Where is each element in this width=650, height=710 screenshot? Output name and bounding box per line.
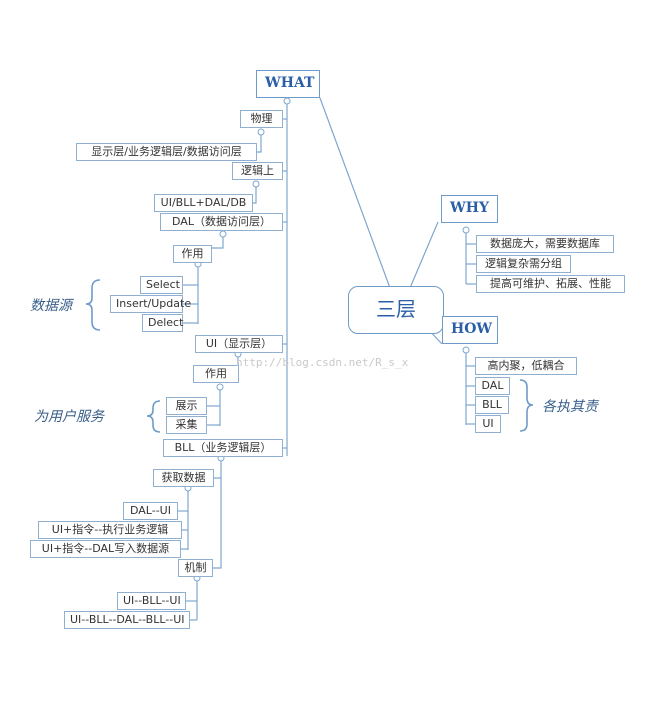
how-group-label: 各执其责 xyxy=(542,399,598,415)
ui-layer-node[interactable]: UI（显示层） xyxy=(195,335,283,353)
why-item-maintain[interactable]: 提高可维护、拓展、性能 xyxy=(476,275,625,293)
why-item-logic[interactable]: 逻辑复杂需分组 xyxy=(476,255,571,273)
ui-group-label: 为用户服务 xyxy=(34,409,104,425)
watermark: http://blog.csdn.net/R_s_x xyxy=(236,356,409,369)
ui-op-collect[interactable]: 采集 xyxy=(166,416,207,434)
dal-op-select[interactable]: Select xyxy=(140,276,183,294)
bll-fetch-item-execute[interactable]: UI+指令--执行业务逻辑 xyxy=(38,521,182,539)
how-item-cohesion[interactable]: 高内聚，低耦合 xyxy=(475,357,577,375)
how-item-dal[interactable]: DAL xyxy=(475,377,510,395)
dal-op-insert-update[interactable]: Insert/Update xyxy=(110,295,191,313)
dal-op-delect[interactable]: Delect xyxy=(142,314,183,332)
bll-mechanism-item-short[interactable]: UI--BLL--UI xyxy=(117,592,186,610)
dal-role-node[interactable]: 作用 xyxy=(173,245,212,263)
logical-node[interactable]: 逻辑上 xyxy=(232,162,283,180)
how-item-ui[interactable]: UI xyxy=(475,415,501,433)
dal-brace xyxy=(85,279,101,331)
how-brace xyxy=(519,379,534,432)
bll-layer-node[interactable]: BLL（业务逻辑层） xyxy=(163,439,283,457)
physical-detail-node[interactable]: 显示层/业务逻辑层/数据访问层 xyxy=(76,143,257,161)
bll-fetch-node[interactable]: 获取数据 xyxy=(153,469,214,487)
root-node[interactable]: 三层 xyxy=(348,286,444,334)
what-node[interactable]: WHAT xyxy=(256,70,320,98)
bll-mechanism-node[interactable]: 机制 xyxy=(178,559,213,577)
logical-detail-node[interactable]: UI/BLL+DAL/DB xyxy=(154,194,253,212)
why-node[interactable]: WHY xyxy=(441,195,498,223)
bll-fetch-item-write[interactable]: UI+指令--DAL写入数据源 xyxy=(30,540,181,558)
dal-group-label: 数据源 xyxy=(30,298,72,314)
ui-role-node[interactable]: 作用 xyxy=(193,365,239,383)
how-item-bll[interactable]: BLL xyxy=(475,396,509,414)
bll-fetch-item-dal-ui[interactable]: DAL--UI xyxy=(123,502,178,520)
bll-mechanism-item-long[interactable]: UI--BLL--DAL--BLL--UI xyxy=(64,611,190,629)
why-item-data[interactable]: 数据庞大，需要数据库 xyxy=(476,235,614,253)
physical-node[interactable]: 物理 xyxy=(240,110,283,128)
dal-layer-node[interactable]: DAL（数据访问层） xyxy=(160,213,283,231)
ui-op-display[interactable]: 展示 xyxy=(166,397,207,415)
how-node[interactable]: HOW xyxy=(442,316,498,344)
ui-brace xyxy=(146,400,161,433)
